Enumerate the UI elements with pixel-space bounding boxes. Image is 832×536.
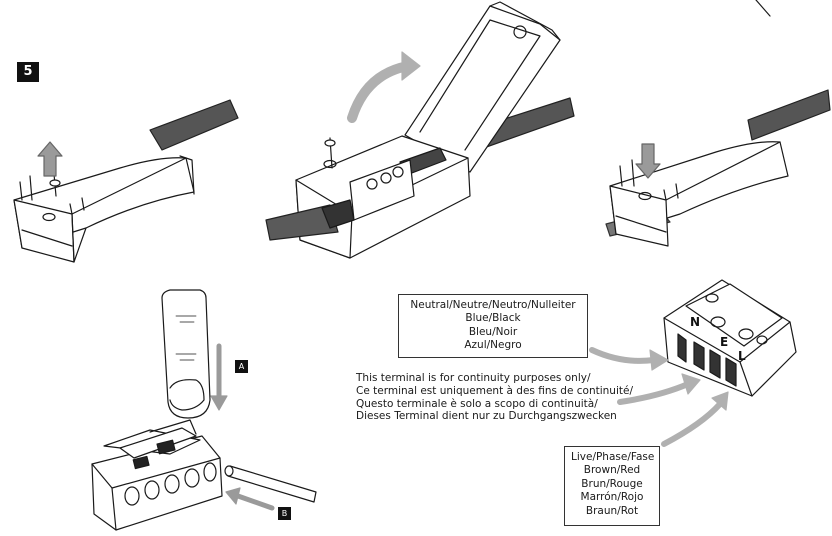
terminal-letter-l: L <box>738 349 746 363</box>
arrow-insert-icon <box>225 487 275 511</box>
terminal-letter-e: E <box>720 335 728 349</box>
open-housing-illustration <box>265 1 575 259</box>
live-label-line: Brown/Red <box>583 464 641 477</box>
nel-terminal-illustration <box>663 279 797 397</box>
live-label-line: Brun/Rouge <box>581 477 643 490</box>
step-number-badge: 5 <box>17 62 39 82</box>
arrow-rotate-icon <box>347 51 421 123</box>
live-label-line: Braun/Rot <box>585 504 639 517</box>
neutral-label-line: Neutral/Neutre/Neutro/Nulleiter <box>410 299 576 311</box>
finger-illustration <box>161 289 211 419</box>
arrow-down-icon <box>635 143 661 179</box>
continuity-note-line: This terminal is for continuity purposes… <box>356 372 591 384</box>
live-label-line: Marrón/Rojo <box>580 491 644 504</box>
pointer-arrow-neutral-icon <box>589 347 669 371</box>
marker-b: B <box>278 507 291 520</box>
terminal-letter-n: N <box>690 315 700 329</box>
pointer-arrow-continuity-icon <box>617 373 701 405</box>
wire-illustration <box>224 465 317 503</box>
continuity-note-line: Questo terminale è solo a scopo di conti… <box>356 397 598 410</box>
arrow-down-press-icon <box>210 343 228 411</box>
live-label-line: Live/Phase/Fase <box>571 451 655 463</box>
corner-line <box>755 0 771 17</box>
live-label-box: Live/Phase/Fase Brown/Red Brun/Rouge Mar… <box>564 446 660 526</box>
pointer-arrow-live-icon <box>661 391 729 447</box>
continuity-note-line: Ce terminal est uniquement à des fins de… <box>356 384 633 397</box>
closed-housing-screw-illustration <box>605 89 831 247</box>
neutral-label-line: Azul/Negro <box>464 339 522 352</box>
arrow-up-icon <box>37 141 63 177</box>
terminal-block-illustration <box>91 419 223 531</box>
marker-a: A <box>235 360 248 373</box>
neutral-label-line: Blue/Black <box>465 312 521 325</box>
closed-housing-illustration <box>13 99 239 263</box>
continuity-note-line: Dieses Terminal dient nur zu Durchgangsz… <box>356 410 617 423</box>
neutral-label-line: Bleu/Noir <box>468 325 518 338</box>
neutral-label-box: Neutral/Neutre/Neutro/Nulleiter Blue/Bla… <box>398 294 588 358</box>
continuity-note: This terminal is for continuity purposes… <box>356 372 633 423</box>
